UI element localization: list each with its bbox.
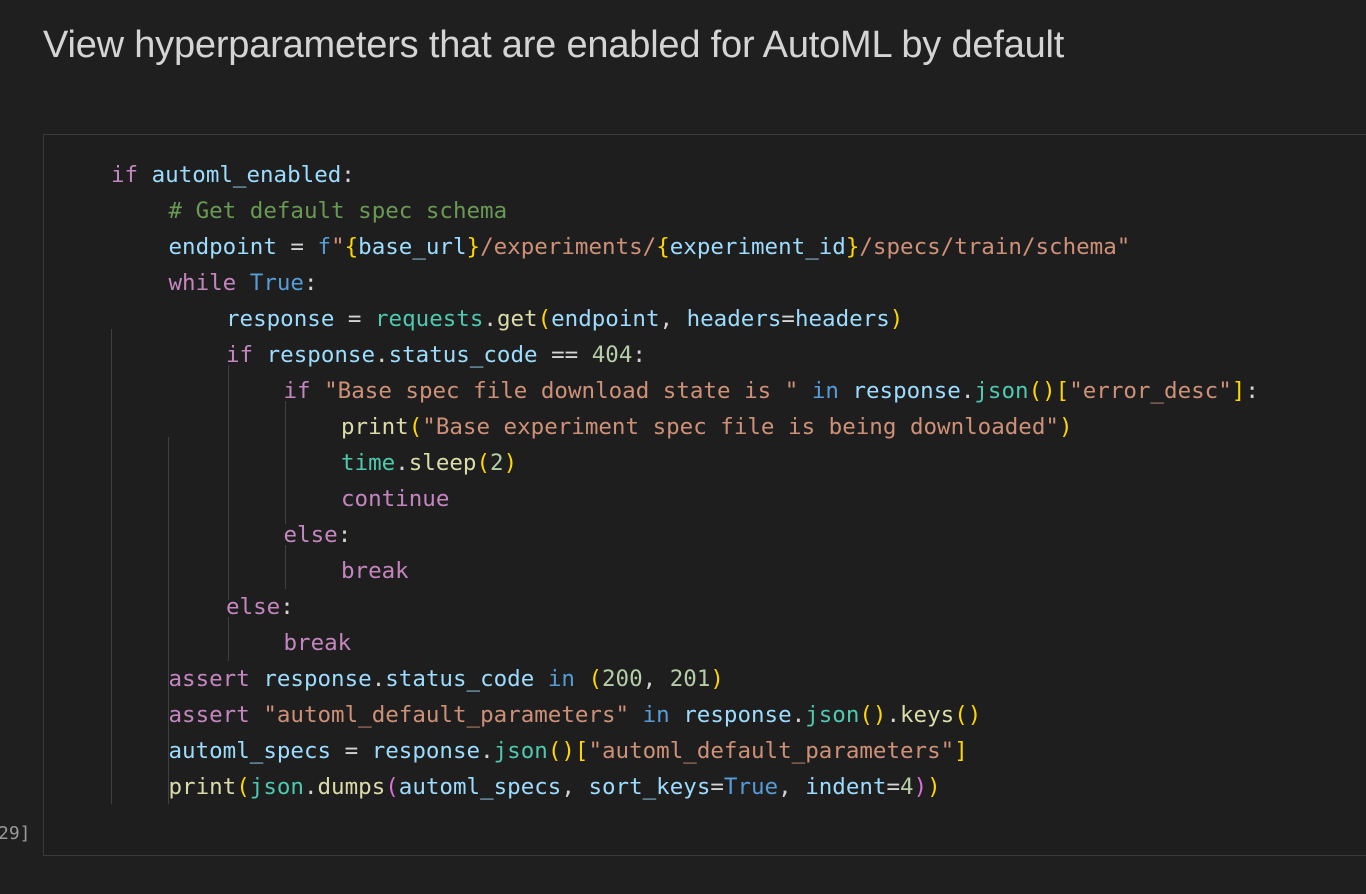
code-line: break xyxy=(283,630,352,656)
code-line: response = requests.get(endpoint, header… xyxy=(226,306,904,332)
code-line: if response.status_code == 404: xyxy=(226,342,646,368)
indent-guide xyxy=(168,437,169,804)
code-line: else: xyxy=(226,594,294,620)
code-line: continue xyxy=(341,486,450,512)
code-line: if "Base spec file download state is " i… xyxy=(283,378,1259,404)
code-line: print("Base experiment spec file is bein… xyxy=(341,414,1073,440)
execution-count: 29] xyxy=(0,823,31,844)
code-line: time.sleep(2) xyxy=(341,450,518,476)
code-line: else: xyxy=(283,522,352,548)
code-line: assert response.status_code in (200, 201… xyxy=(168,666,724,692)
code-line: # Get default spec schema xyxy=(168,198,508,224)
markdown-heading: View hyperparameters that are enabled fo… xyxy=(43,24,1065,66)
code-line: automl_specs = response.json()["automl_d… xyxy=(168,738,968,764)
code-line: print(json.dumps(automl_specs, sort_keys… xyxy=(168,774,941,800)
code-cell[interactable]: if automl_enabled: # Get default spec sch… xyxy=(43,134,1366,856)
indent-guide xyxy=(285,545,286,589)
code-line: break xyxy=(341,558,409,584)
code-line: assert "automl_default_parameters" in re… xyxy=(168,702,982,728)
indent-guide xyxy=(111,329,112,804)
indent-guide xyxy=(228,617,229,661)
code-line: endpoint = f"{base_url}/experiments/{exp… xyxy=(168,234,1131,260)
code-line: while True: xyxy=(168,270,318,296)
code-line: if automl_enabled: xyxy=(111,162,355,188)
code-editor[interactable]: if automl_enabled: # Get default spec sch… xyxy=(44,135,1259,804)
indent-guide xyxy=(285,401,286,524)
indent-guide xyxy=(228,365,229,600)
